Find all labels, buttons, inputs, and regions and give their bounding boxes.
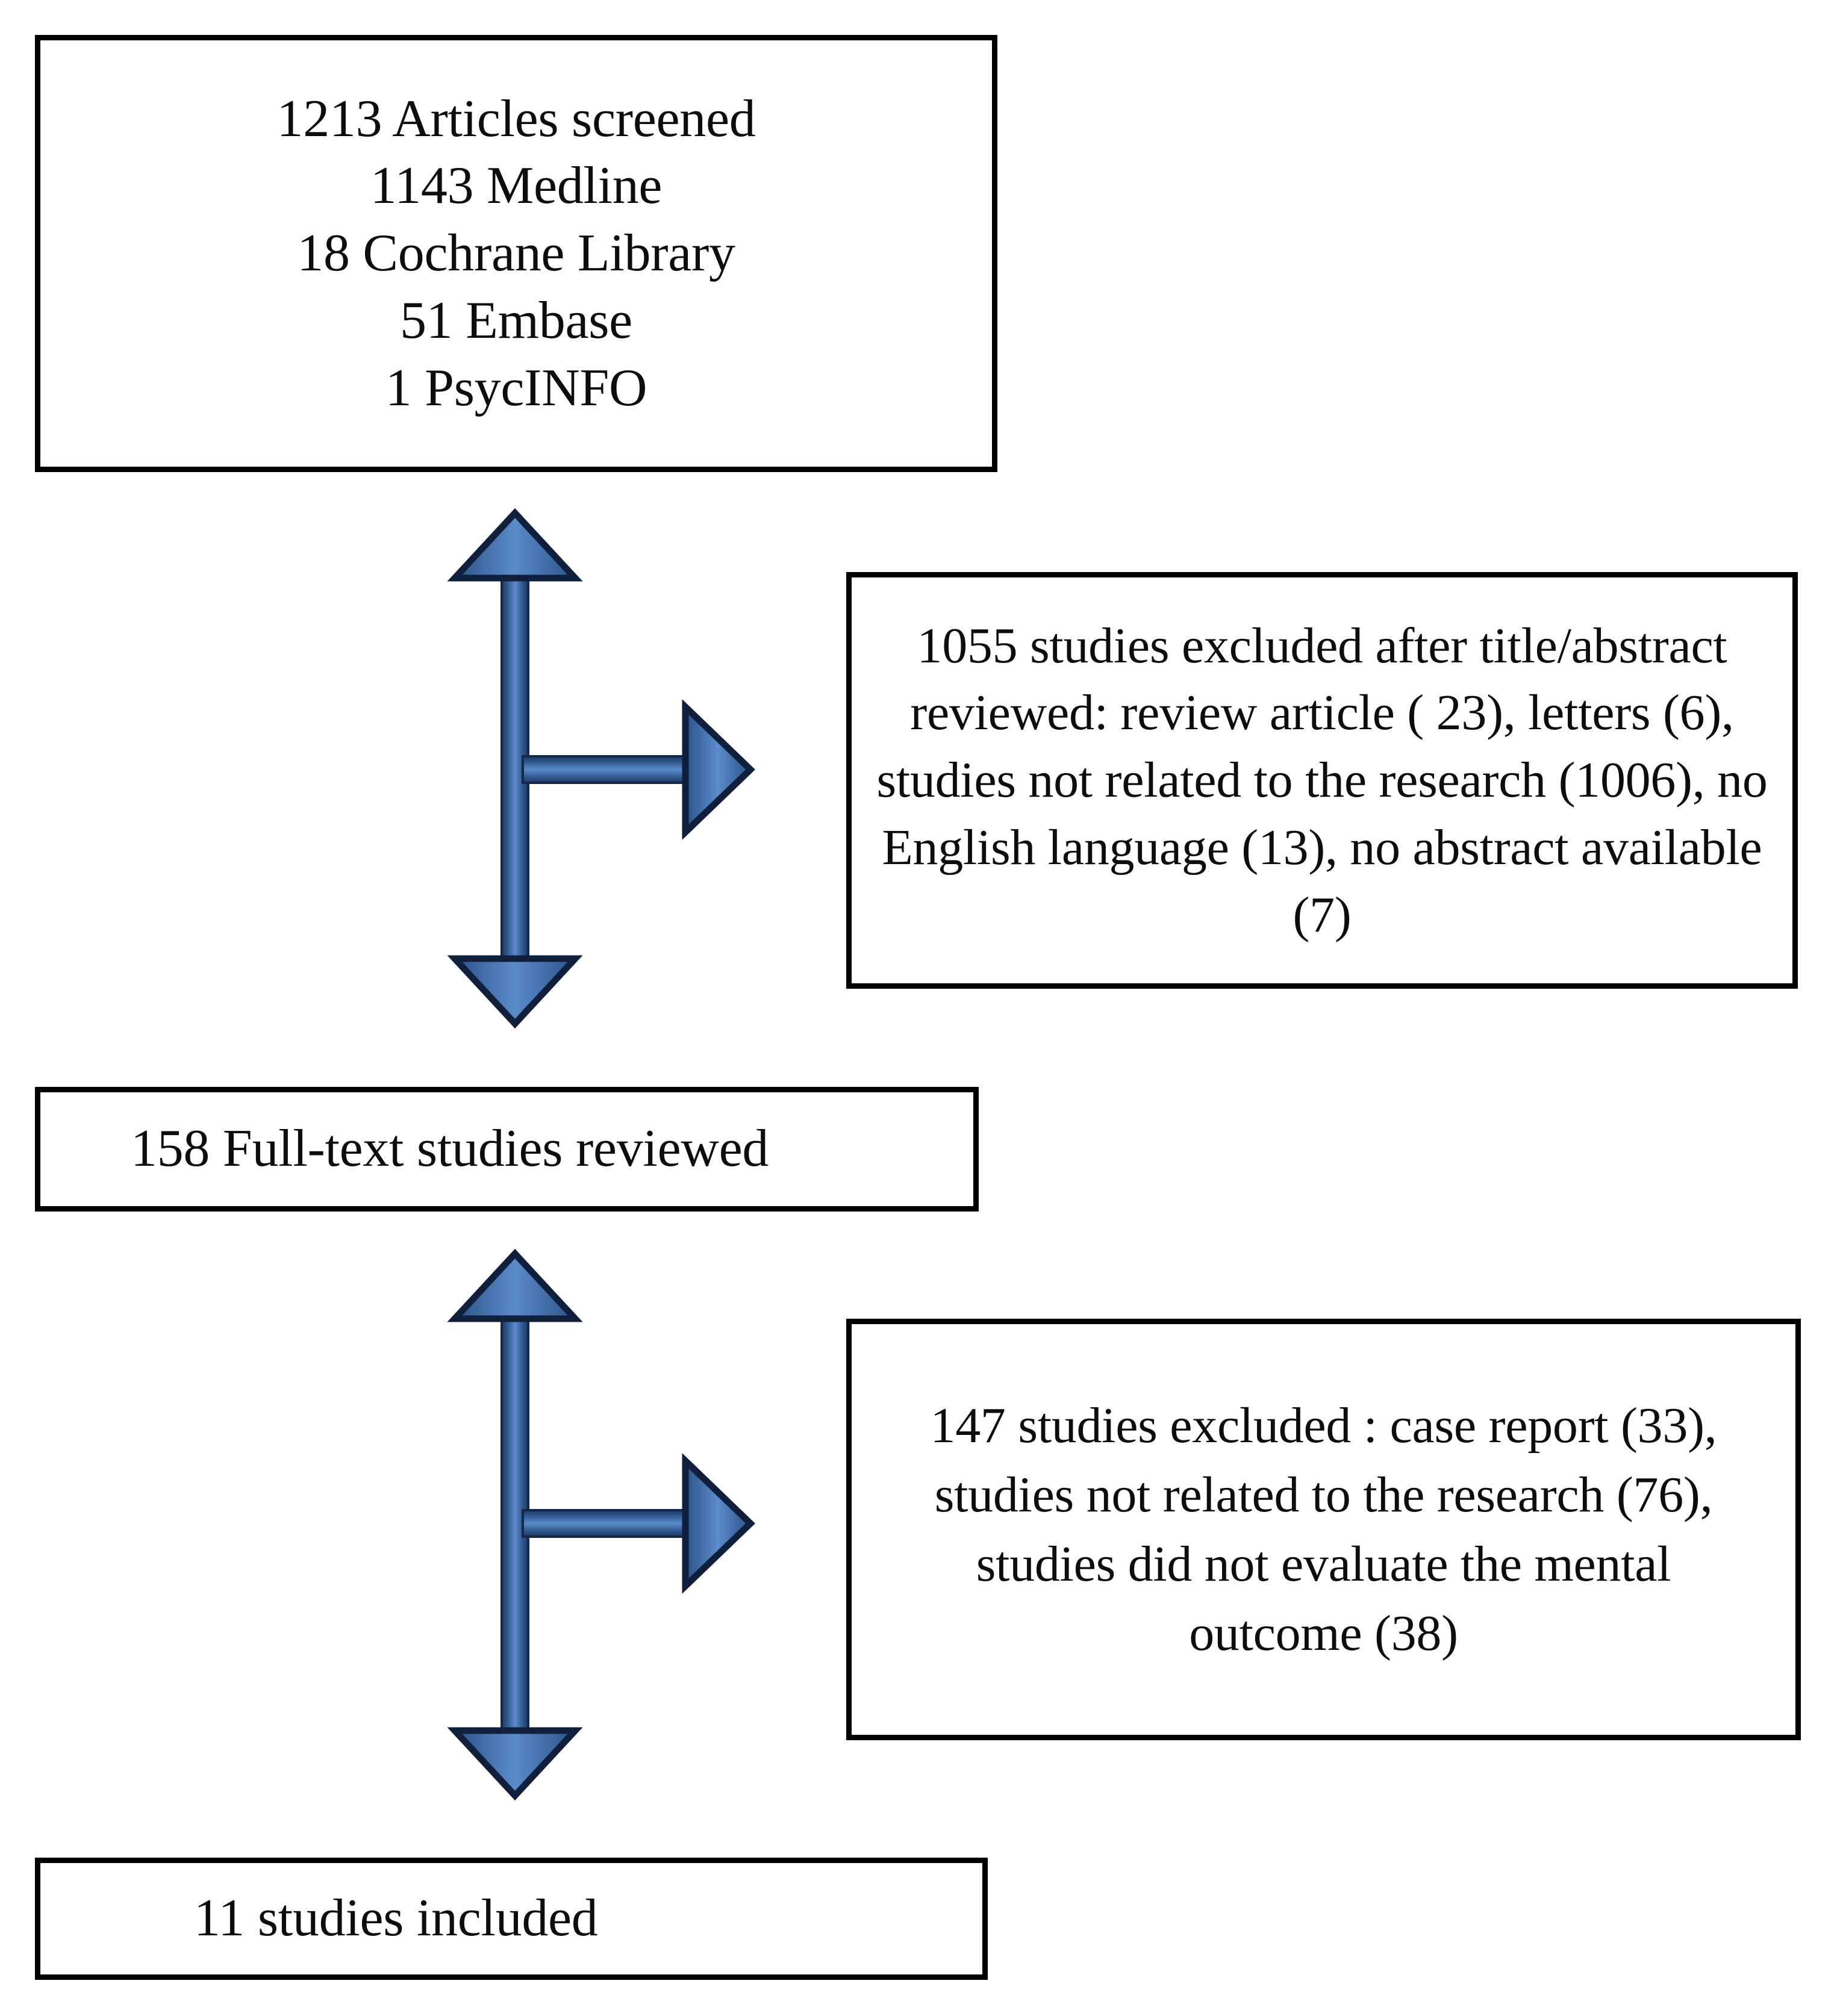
connector-1-branch-shaft bbox=[522, 755, 705, 784]
connector-2 bbox=[447, 1248, 755, 1801]
connector-2-right-arrowhead bbox=[682, 1453, 755, 1594]
node-articles-screened: 1213 Articles screened 1143 Medline 18 C… bbox=[35, 35, 997, 472]
connector-2-down-arrowhead bbox=[447, 1727, 583, 1801]
connector-1-right-arrowhead bbox=[682, 699, 755, 840]
connector-1-down-arrowhead bbox=[447, 955, 583, 1029]
node-exclusion-title-abstract: 1055 studies excluded after title/abstra… bbox=[846, 572, 1798, 989]
node-exclusion-title-abstract-label: 1055 studies excluded after title/abstra… bbox=[876, 617, 1768, 943]
connector-1 bbox=[447, 508, 755, 1029]
node-studies-included: 11 studies included bbox=[35, 1858, 988, 1980]
node-fulltext-reviewed-label: 158 Full-text studies reviewed bbox=[131, 1119, 769, 1178]
node-exclusion-fulltext: 147 studies excluded : case report (33),… bbox=[846, 1319, 1801, 1740]
node-articles-screened-label: 1213 Articles screened 1143 Medline 18 C… bbox=[276, 89, 756, 417]
node-exclusion-fulltext-label: 147 studies excluded : case report (33),… bbox=[930, 1397, 1717, 1662]
node-studies-included-label: 11 studies included bbox=[194, 1889, 598, 1948]
connector-1-vertical-shaft bbox=[501, 556, 529, 980]
connector-2-up-arrowhead bbox=[447, 1248, 583, 1322]
connector-1-up-arrowhead bbox=[447, 508, 583, 582]
connector-2-vertical-shaft bbox=[501, 1296, 529, 1752]
node-fulltext-reviewed: 158 Full-text studies reviewed bbox=[35, 1087, 979, 1212]
connector-2-branch-shaft bbox=[522, 1509, 705, 1538]
